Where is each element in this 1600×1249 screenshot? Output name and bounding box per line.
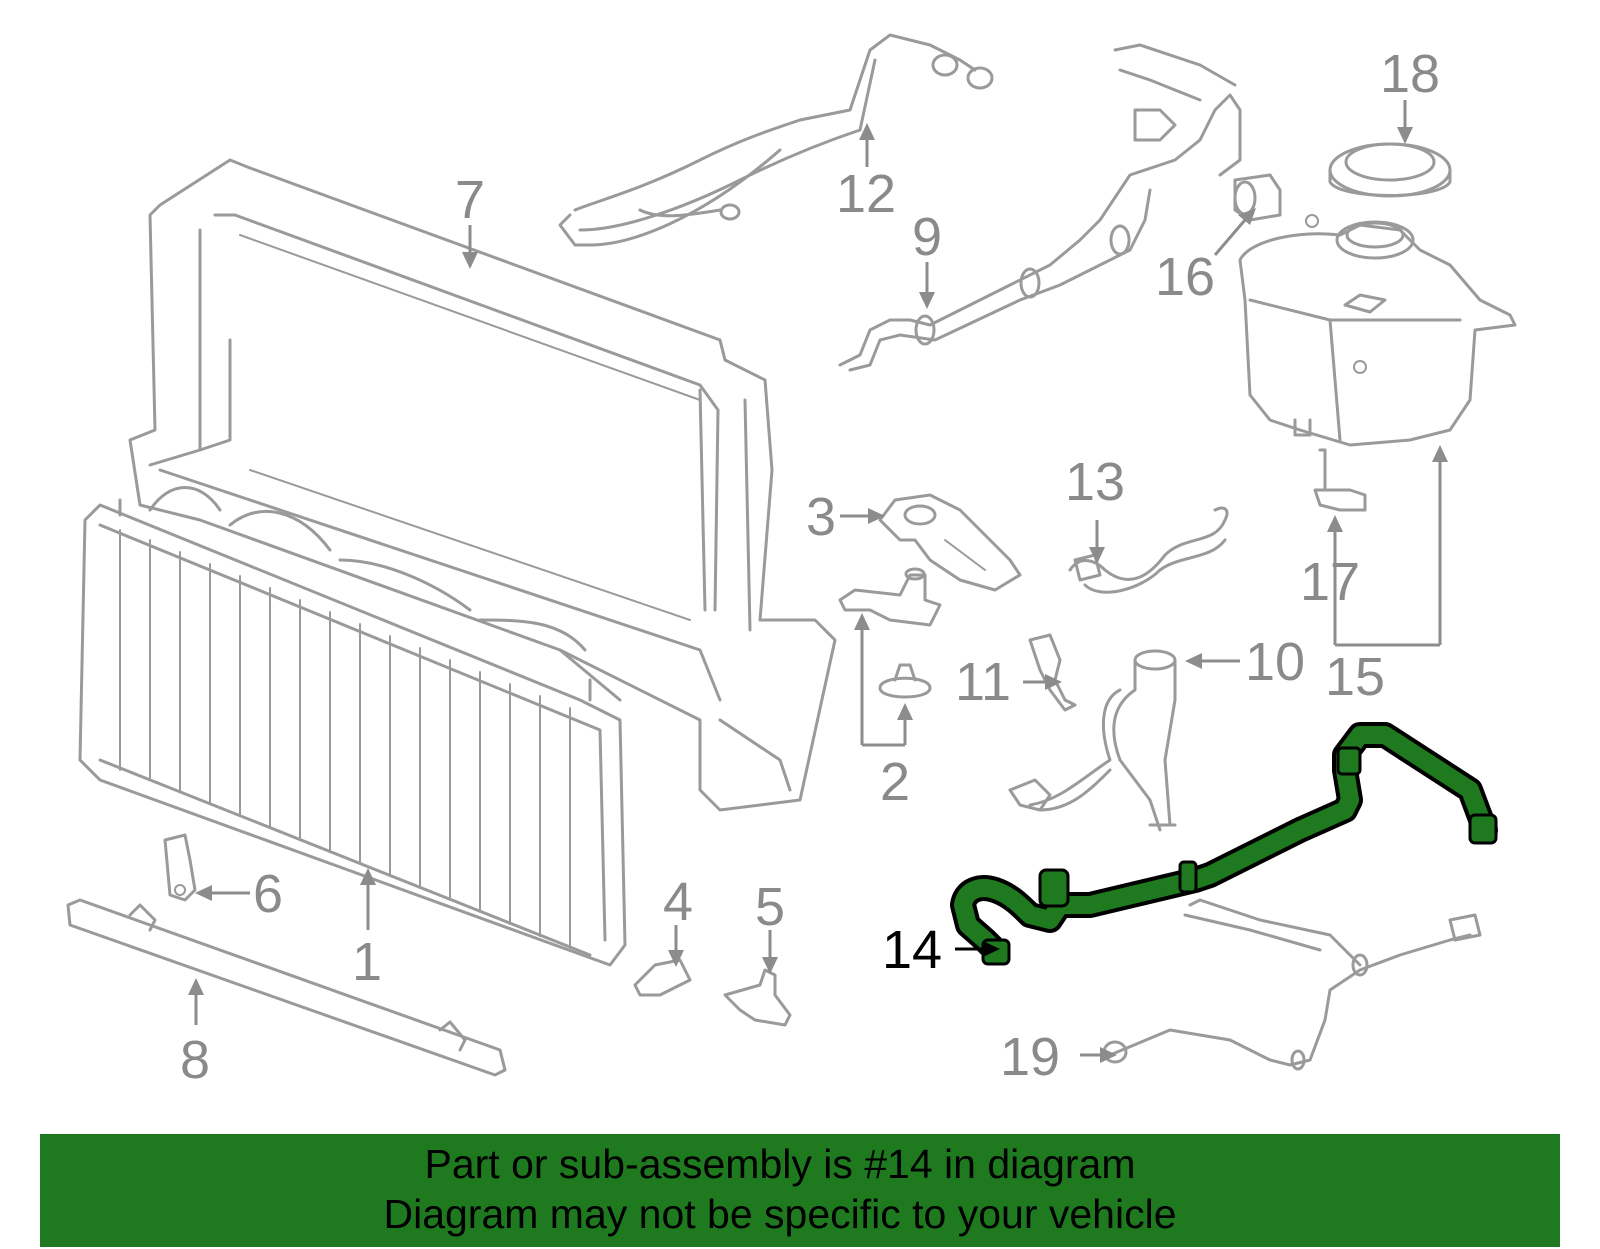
part-14-hose-highlighted (950, 722, 1498, 966)
part-17-sensor (1313, 448, 1367, 512)
callout-12: 12 (836, 164, 896, 224)
callout-17: 17 (1300, 552, 1360, 612)
callout-2: 2 (880, 752, 910, 812)
part-16-sensor (1233, 173, 1282, 222)
callout-19: 19 (1000, 1027, 1060, 1087)
part-12-hose-assembly (558, 33, 994, 247)
callout-9: 9 (912, 207, 942, 267)
leader-lines (188, 100, 1448, 1063)
part-8-deflector (66, 898, 507, 1077)
callout-18: 18 (1380, 44, 1440, 104)
part-18-cap (1328, 142, 1452, 198)
part-11-sensor (1028, 633, 1077, 712)
part-5-bracket (723, 968, 792, 1027)
callout-15: 15 (1325, 647, 1385, 707)
callout-14: 14 (882, 920, 942, 980)
part-19-harness (1102, 898, 1482, 1071)
callout-5: 5 (755, 877, 785, 937)
part-15-reservoir (1238, 214, 1517, 447)
callouts: 1 2 3 4 5 6 7 8 9 10 11 12 13 14 15 16 1… (180, 44, 1440, 1090)
banner-line-2: Diagram may not be specific to your vehi… (383, 1191, 1177, 1237)
part-13-hose (1068, 506, 1229, 594)
part-9-hose (838, 43, 1242, 372)
part-7-fan-shroud (128, 158, 837, 812)
callout-7: 7 (455, 170, 485, 230)
part-6-bracket (163, 833, 197, 902)
callout-10: 10 (1245, 632, 1305, 692)
callout-1: 1 (352, 932, 382, 992)
info-banner: Part or sub-assembly is #14 in diagram D… (40, 1134, 1560, 1247)
callout-8: 8 (180, 1030, 210, 1090)
part-2-bracket (838, 567, 942, 699)
callout-16: 16 (1155, 247, 1215, 307)
callout-4: 4 (663, 872, 693, 932)
callout-13: 13 (1065, 452, 1125, 512)
callout-3: 3 (806, 487, 836, 547)
callout-11: 11 (955, 652, 1011, 712)
part-4-clip (633, 958, 692, 997)
part-3-mount (878, 493, 1022, 592)
callout-6: 6 (253, 864, 283, 924)
part-10-hose (1008, 649, 1177, 832)
part-1-radiator (78, 486, 627, 967)
banner-line-1: Part or sub-assembly is #14 in diagram (424, 1141, 1136, 1187)
